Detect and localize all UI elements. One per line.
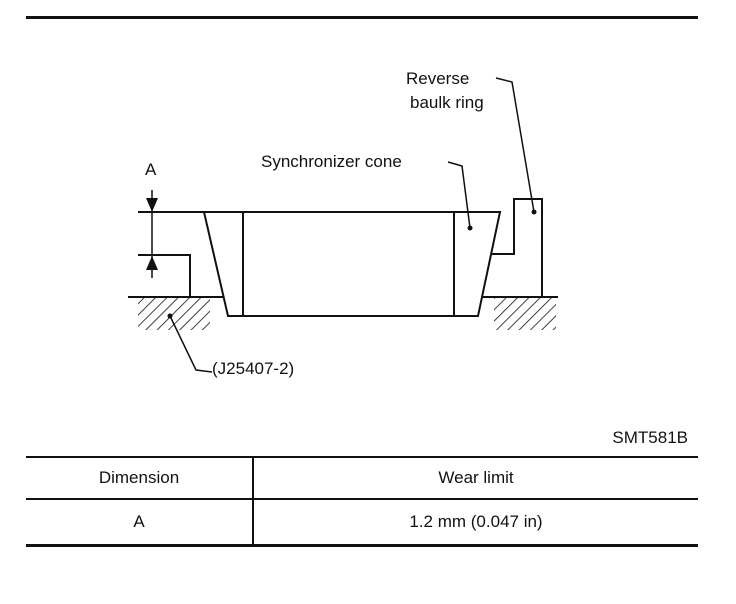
arrowhead-down <box>146 198 158 212</box>
leader-dot-cone <box>467 225 473 231</box>
leader-dot-tool <box>167 313 173 319</box>
synchronizer-cone-label: Synchronizer cone <box>261 152 402 171</box>
leader-dot-ring <box>531 209 537 215</box>
reverse-baulk-ring <box>492 198 543 297</box>
arrowhead-up <box>146 256 158 270</box>
leader-synchronizer <box>447 161 471 229</box>
leader-tool <box>169 315 213 373</box>
table-header-row: Dimension Wear limit <box>26 457 698 500</box>
reverse-baulk-ring-label-line1: Reverse <box>406 69 470 88</box>
table-row: A 1.2 mm (0.047 in) <box>26 499 698 546</box>
figure-id: SMT581B <box>612 428 688 447</box>
cell-wear-limit: 1.2 mm (0.047 in) <box>409 512 543 531</box>
synchronizer-cone-body <box>202 211 502 317</box>
top-rule <box>26 16 698 19</box>
dimension-marker-label: A <box>145 160 157 179</box>
column-header-dimension: Dimension <box>26 457 254 500</box>
wear-limit-table: Dimension Wear limit A 1.2 mm (0.047 in) <box>26 456 698 547</box>
leader-reverse-ring <box>495 77 535 213</box>
synchronizer-cone-diagram <box>128 77 558 373</box>
tool-number-label: (J25407-2) <box>212 359 295 378</box>
reverse-baulk-ring-label-line2: baulk ring <box>410 93 484 112</box>
cell-dimension: A <box>26 499 254 546</box>
column-header-wear-limit: Wear limit <box>253 457 698 500</box>
tool-step <box>152 254 191 297</box>
right-base-hatch <box>494 298 556 330</box>
